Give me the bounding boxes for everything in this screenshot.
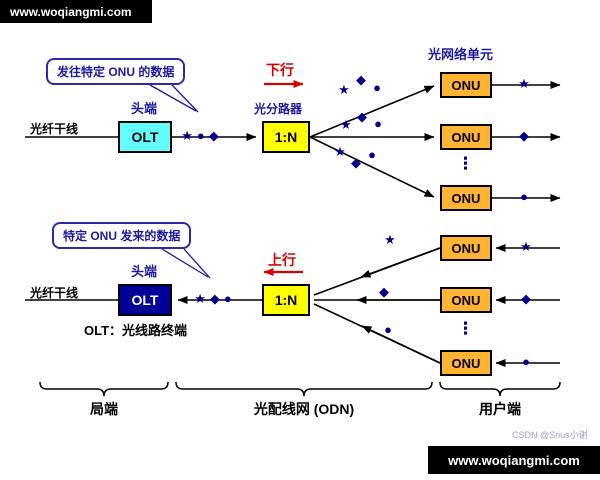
downstream-branch1-line [309, 85, 435, 138]
upstream-b2-diamond-symbol: ◆ [379, 284, 389, 299]
onu2-box-upstream: ONU [440, 287, 492, 313]
downstream-b1-circle-symbol: ● [373, 80, 381, 95]
upstream-trunk-label: 光纤干线 [30, 286, 79, 300]
downstream-b2-circle-symbol: ● [374, 116, 382, 131]
upstream-callout-pointer-1 [161, 248, 209, 278]
downstream-callout: 发往特定 ONU 的数据 [46, 58, 186, 85]
downstream-b2-diamond-symbol: ◆ [357, 109, 367, 124]
upstream-branch1-arrow [360, 247, 441, 278]
top-watermark-text: www.woqiangmi.com [10, 4, 132, 19]
middle-brace [175, 381, 433, 397]
olt-definition-note: OLT：光线路终端 [84, 323, 188, 338]
onu3-box-upstream: ONU [440, 350, 492, 376]
direction-arrows [263, 80, 304, 276]
downstream-onu3-output-symbol: ● [520, 189, 528, 204]
downstream-b1-diamond-symbol: ◆ [356, 72, 366, 87]
onu3-box-downstream: ONU [440, 185, 492, 211]
downstream-b3-star-symbol: ★ [334, 144, 346, 159]
downstream-trunk-symbols: ★●◆ [181, 128, 223, 143]
downstream-b2-star-symbol: ★ [340, 117, 352, 132]
left-brace [39, 381, 169, 397]
top-watermark-banner: www.woqiangmi.com [0, 0, 152, 23]
upstream-onu1-input-symbol: ★ [520, 239, 532, 254]
right-brace [439, 381, 561, 397]
olt-box-downstream: OLT [118, 121, 172, 153]
onu2-box-downstream: ONU [440, 124, 492, 150]
upstream-direction-label: 上行 [268, 252, 296, 268]
downstream-b3-circle-symbol: ● [368, 147, 376, 162]
onu1-box-upstream: ONU [440, 235, 492, 261]
group-label-odn: 光配线网 (ODN) [253, 401, 355, 417]
onu1-box-downstream: ONU [440, 72, 492, 98]
upstream-b3-circle-symbol: ● [384, 322, 392, 337]
onu-caption: 光网络单元 [428, 47, 494, 62]
upstream-onu3-input-symbol: ● [522, 354, 530, 369]
downstream-onu-ellipsis: ⋮ [457, 154, 474, 173]
upstream-trunk-symbols: ★◆● [194, 291, 236, 306]
downstream-callout-pointer-1 [149, 84, 197, 112]
bottom-watermark-text: www.woqiangmi.com [448, 452, 580, 468]
downstream-direction-label: 下行 [266, 62, 294, 78]
upstream-onu-ellipsis: ⋮ [457, 319, 474, 338]
upstream-callout: 特定 ONU 发来的数据 [52, 222, 192, 249]
group-label-central-office: 局端 [90, 401, 118, 417]
downstream-onu2-output-symbol: ◆ [519, 128, 529, 143]
upstream-onu2-input-symbol: ◆ [521, 291, 531, 306]
splitter-box-downstream: 1:N [262, 121, 310, 153]
group-label-user-side: 用户端 [479, 401, 521, 417]
downstream-branch3-line [309, 136, 435, 198]
upstream-lines [25, 244, 560, 367]
callout-pointers [149, 84, 211, 279]
upstream-branch3-arrow [361, 325, 441, 364]
downstream-headend-label: 头端 [131, 101, 158, 116]
downstream-b1-star-symbol: ★ [338, 82, 350, 97]
upstream-callout-pointer-2 [183, 248, 211, 279]
downstream-callout-pointer-2 [171, 84, 199, 113]
upstream-b1-star-symbol: ★ [384, 232, 396, 247]
group-braces [39, 381, 561, 397]
bottom-watermark-banner: www.woqiangmi.com [428, 446, 600, 474]
splitter-box-upstream: 1:N [262, 284, 310, 316]
splitter-caption-downstream: 光分路器 [254, 102, 303, 116]
downstream-b3-diamond-symbol: ◆ [351, 155, 361, 170]
downstream-trunk-label: 光纤干线 [30, 122, 79, 136]
olt-box-upstream: OLT [118, 284, 172, 316]
upstream-headend-label: 头端 [131, 264, 158, 279]
csdn-watermark: CSDN @Srius小谢 [512, 430, 588, 440]
downstream-onu1-output-symbol: ★ [518, 76, 530, 91]
